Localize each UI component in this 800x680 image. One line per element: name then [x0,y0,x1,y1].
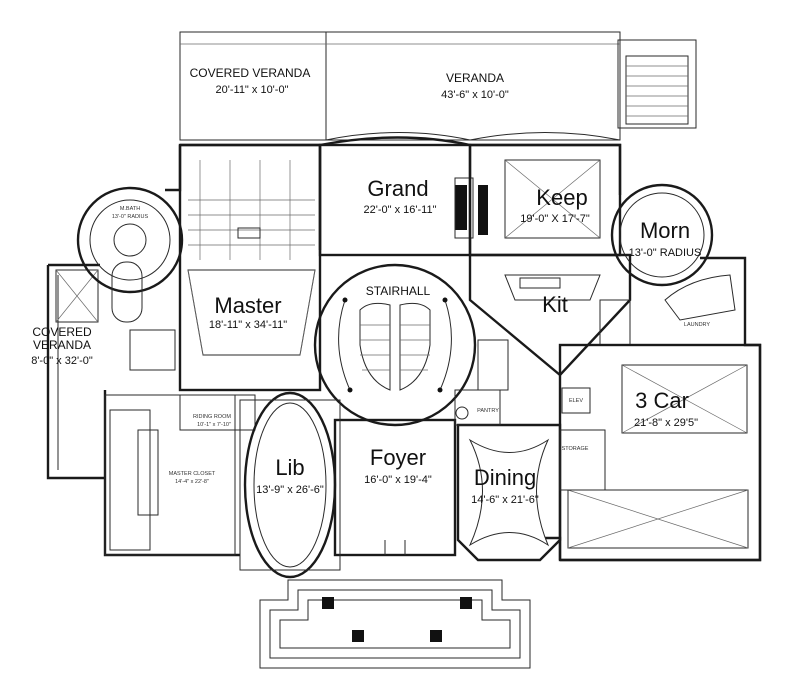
label-dining: Dining [474,465,536,490]
dims-veranda: 43'-6" x 10'-0" [441,89,509,101]
dims-3-car: 21'-8" x 29'5" [634,417,698,429]
dims-dining: 14'-6" x 21'-6" [471,494,539,506]
dims-covered-veranda-left: 8'-0" x 32'-0" [31,355,93,367]
dims-grand: 22'-0" x 16'-11" [364,204,437,216]
dims-covered-veranda-top: 20'-11" x 10'-0" [216,84,289,96]
label-master-closet: MASTER CLOSET [169,471,216,477]
label-bath: M.BATH [120,206,140,212]
label-lib: Lib [275,455,304,480]
label-grand: Grand [367,176,428,201]
label-covered-veranda-left-1: COVERED [32,325,92,339]
pantry-area [454,339,509,426]
dims-bath: 13'-0" RADIUS [112,214,149,220]
dims-riding-room: 10'-1" x 7'-10" [197,422,231,428]
label-covered-veranda-left-2: VERANDA [33,338,91,352]
label-morn: Morn [640,218,690,243]
left-veranda-detail [55,269,159,551]
stairhall [313,263,477,427]
front-porch [259,579,531,669]
dims-master: 18'-11" x 34'-11" [209,319,287,331]
dims-foyer: 16'-0" x 19'-4" [364,474,432,486]
morning-room [610,183,736,321]
library [239,391,341,579]
label-keep: Keep [536,185,587,210]
dims-morn: 13'-0" RADIUS [629,247,702,259]
label-pantry: PANTRY [477,408,499,414]
label-elev: ELEV [569,398,583,404]
label-3-car: 3 Car [635,388,689,413]
master-bath-round [76,186,184,371]
veranda-area [179,31,621,141]
label-master: Master [214,293,281,318]
kitchen [468,253,632,377]
exterior-stair [617,39,697,129]
label-stairhall: STAIRHALL [366,284,431,298]
master-bedroom [104,143,322,556]
label-veranda: VERANDA [446,71,504,85]
dims-lib: 13'-9" x 26'-6" [256,484,324,496]
dining-room [456,423,562,562]
label-foyer: Foyer [370,445,426,470]
label-riding-room: RIDING ROOM [193,414,231,420]
dims-keep: 19'-0" X 17'-7" [520,213,590,225]
dims-master-closet: 14'-4" x 22'-8" [175,479,209,485]
foyer [333,418,457,557]
label-storage: STORAGE [562,446,589,452]
room-labels: COVERED VERANDA 20'-11" x 10'-0" VERANDA… [31,66,710,506]
label-kit: Kit [542,292,568,317]
garage [558,343,762,562]
label-laundry: LAUNDRY [684,322,711,328]
label-covered-veranda-top: COVERED VERANDA [190,66,311,80]
